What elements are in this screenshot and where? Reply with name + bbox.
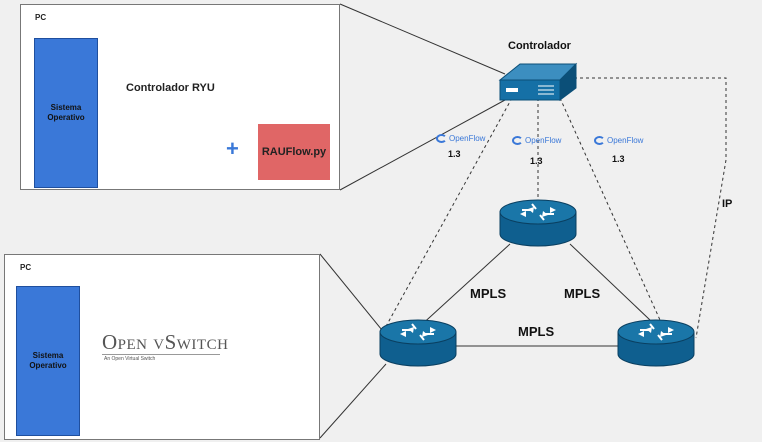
mpls-link-right [569, 243, 651, 321]
mpls-label-right: MPLS [564, 286, 601, 301]
os-block-top: Sistema Operativo [34, 38, 98, 188]
controller-label: Controlador [508, 40, 571, 52]
openflow-icon [512, 136, 523, 145]
control-link-left [383, 97, 513, 331]
ip-label: IP [722, 198, 733, 210]
router-top [499, 199, 577, 247]
ovs-logo-rule [102, 354, 220, 355]
pc-title-top: PC [35, 13, 47, 22]
mpls-label-left: MPLS [470, 286, 507, 301]
openflow-brand: OpenFlow [449, 134, 486, 143]
ovs-logo-subtitle: An Open Virtual Switch [104, 356, 156, 362]
openflow-icon [594, 136, 605, 145]
pc-top-connector-lower [339, 99, 506, 191]
openflow-logo-center: OpenFlow [512, 136, 561, 145]
openflow-icon [436, 134, 447, 143]
control-link-ip [574, 77, 727, 339]
rauflow-module: RAUFlow.py [258, 124, 330, 180]
mpls-label-bottom: MPLS [518, 324, 555, 339]
os-block-bottom: Sistema Operativo [16, 286, 80, 436]
openflow-version-left: 1.3 [448, 149, 461, 159]
router-left [379, 319, 457, 367]
ryu-controller-label: Controlador RYU [126, 82, 215, 94]
plus-sign: + [226, 136, 239, 161]
pc-title-bottom: PC [20, 263, 32, 272]
openflow-brand: OpenFlow [607, 136, 644, 145]
openflow-version-center: 1.3 [530, 156, 543, 166]
openflow-brand: OpenFlow [525, 136, 562, 145]
pc-bottom-connector-upper [319, 253, 383, 331]
mpls-link-left [417, 243, 511, 329]
ovs-logo-title: Open vSwitch [102, 330, 229, 354]
openflow-logo-right: OpenFlow [594, 136, 643, 145]
pc-bottom-connector-lower [319, 363, 387, 439]
openflow-logo-left: OpenFlow [436, 134, 485, 143]
openflow-version-right: 1.3 [612, 154, 625, 164]
controller-device [498, 62, 578, 101]
router-right [617, 319, 695, 367]
control-link-right [559, 97, 661, 321]
pc-top-connector-upper [339, 3, 506, 75]
